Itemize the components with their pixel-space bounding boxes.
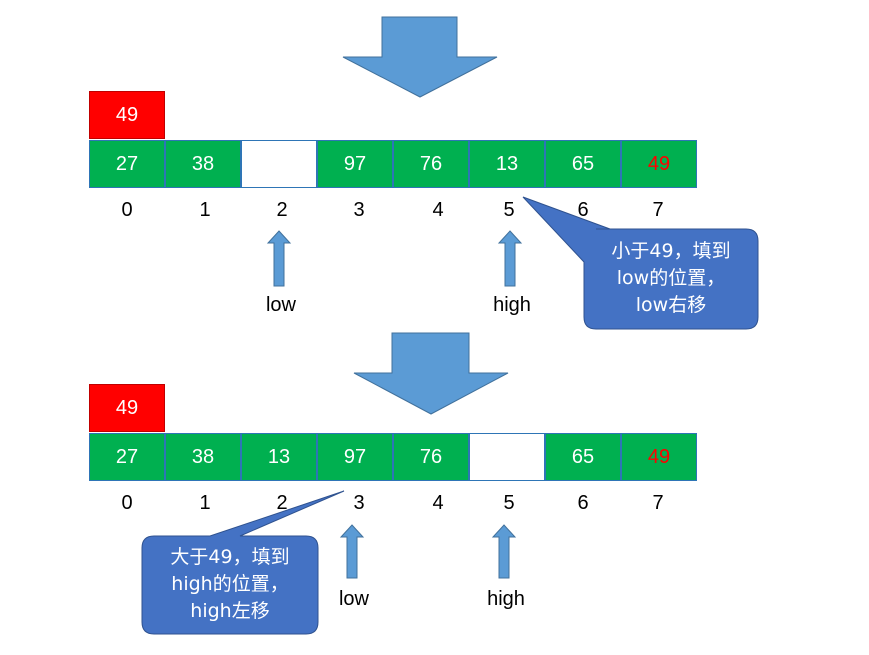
callout-line: high的位置， bbox=[171, 573, 289, 595]
array-cell: 76 bbox=[393, 433, 469, 481]
high-pointer-label-2: high bbox=[487, 588, 525, 610]
array-cell: 65 bbox=[545, 140, 621, 188]
index-label: 7 bbox=[652, 199, 664, 221]
array-cell-pivot-copy: 49 bbox=[621, 433, 697, 481]
index-label: 2 bbox=[276, 492, 288, 514]
callout-bubble-2 bbox=[141, 490, 345, 635]
index-label: 0 bbox=[121, 199, 133, 221]
array-cell: 38 bbox=[165, 140, 241, 188]
index-label: 5 bbox=[503, 199, 515, 221]
callout-line: 小于49，填到 bbox=[611, 240, 731, 262]
index-label: 3 bbox=[353, 492, 365, 514]
low-pointer-label-2: low bbox=[338, 588, 369, 610]
callout-line: low的位置， bbox=[616, 267, 726, 289]
high-pointer-arrow-2 bbox=[491, 524, 517, 579]
callout-bubble-1 bbox=[522, 196, 759, 330]
array-cell: 38 bbox=[165, 433, 241, 481]
index-label: 1 bbox=[199, 199, 211, 221]
index-label: 3 bbox=[353, 199, 365, 221]
pivot-box-1: 49 bbox=[89, 91, 165, 139]
big-down-arrow-top bbox=[342, 16, 498, 98]
array-cell-empty bbox=[469, 433, 545, 481]
low-pointer-arrow-1 bbox=[266, 230, 292, 287]
callout-line: low右移 bbox=[635, 294, 707, 316]
high-pointer-arrow-1 bbox=[497, 230, 523, 287]
index-label: 6 bbox=[577, 492, 589, 514]
array-cell: 97 bbox=[317, 433, 393, 481]
index-label: 4 bbox=[432, 199, 444, 221]
index-label: 4 bbox=[432, 492, 444, 514]
high-pointer-label-1: high bbox=[493, 294, 531, 316]
index-label: 2 bbox=[276, 199, 288, 221]
low-pointer-label-1: low bbox=[265, 294, 296, 316]
array-cell: 76 bbox=[393, 140, 469, 188]
array-cell: 65 bbox=[545, 433, 621, 481]
array-cell-empty bbox=[241, 140, 317, 188]
index-label: 0 bbox=[121, 492, 133, 514]
callout-text-2: 大于49，填到 high的位置， high左移 bbox=[144, 544, 316, 625]
index-label: 5 bbox=[503, 492, 515, 514]
index-label: 1 bbox=[199, 492, 211, 514]
array-cell: 97 bbox=[317, 140, 393, 188]
array-cell: 13 bbox=[469, 140, 545, 188]
callout-text-1: 小于49，填到 low的位置， low右移 bbox=[586, 238, 756, 319]
pivot-box-2: 49 bbox=[89, 384, 165, 432]
array-cell: 27 bbox=[89, 433, 165, 481]
callout-line: 大于49，填到 bbox=[170, 546, 290, 568]
big-down-arrow-middle bbox=[353, 332, 509, 415]
index-label: 7 bbox=[652, 492, 664, 514]
callout-line: high左移 bbox=[190, 600, 270, 622]
array-cell: 13 bbox=[241, 433, 317, 481]
array-cell: 27 bbox=[89, 140, 165, 188]
index-label: 6 bbox=[577, 199, 589, 221]
low-pointer-arrow-2 bbox=[339, 524, 365, 579]
array-cell-pivot-copy: 49 bbox=[621, 140, 697, 188]
